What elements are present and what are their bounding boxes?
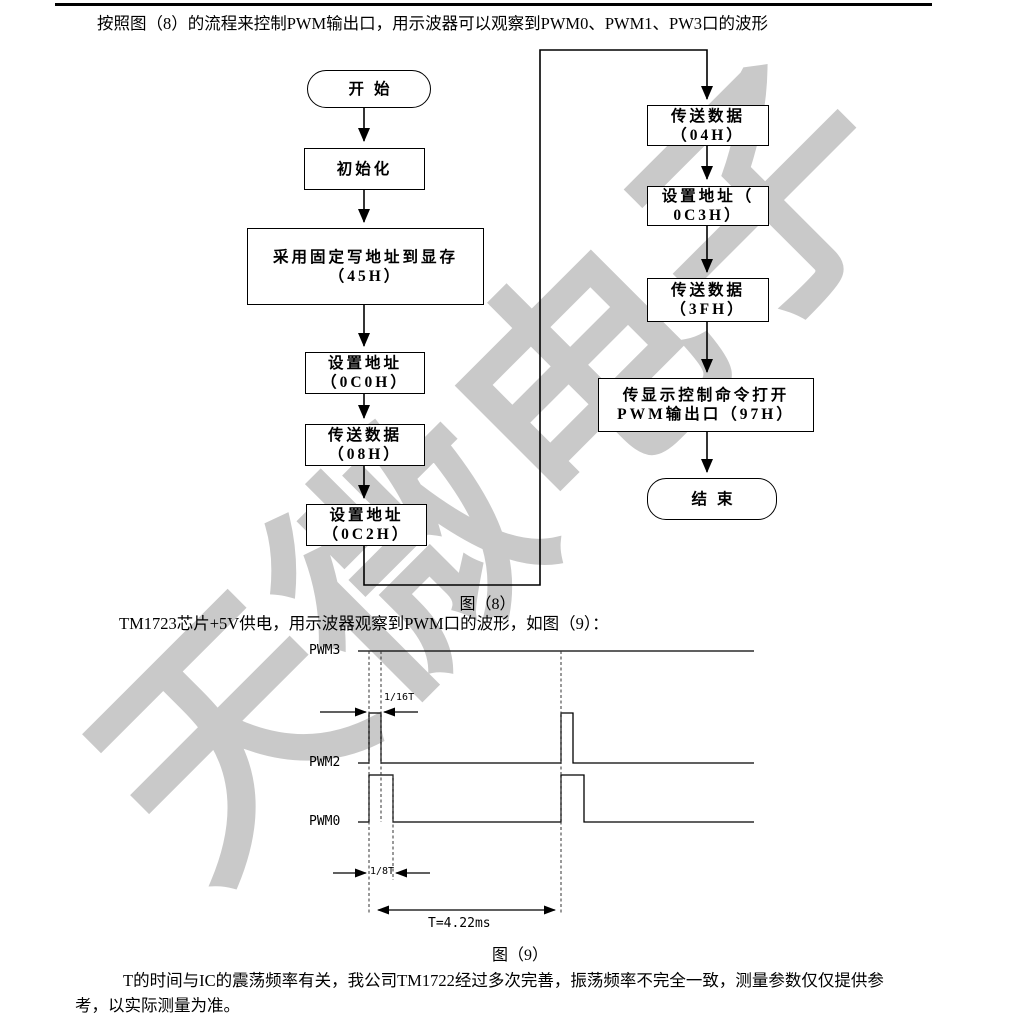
flowchart-node-start: 开始	[307, 70, 431, 108]
pwm2-channel-label: PWM2	[309, 755, 341, 770]
header-rule	[55, 3, 932, 6]
node-label: （3FH）	[670, 301, 746, 318]
pwm3-channel-label: PWM3	[309, 643, 341, 658]
flowchart-node-send-data-04h: 传送数据 （04H）	[647, 105, 769, 146]
flowchart-node-fixed-write-45h: 采用固定写地址到显存 （45H）	[247, 228, 484, 305]
pwm2-trace	[358, 712, 754, 764]
pwm0-channel-label: PWM0	[309, 814, 341, 829]
figure9-caption: 图（9）	[491, 947, 548, 964]
node-label: （08H）	[328, 446, 402, 463]
flowchart-node-set-addr-0c3h: 设置地址（ 0C3H）	[647, 186, 769, 226]
flowchart-node-init: 初始化	[304, 148, 425, 190]
node-label: 开始	[348, 80, 400, 98]
node-label: 传送数据	[670, 282, 745, 299]
node-label: 初始化	[336, 160, 393, 178]
node-label: 设置地址（	[661, 188, 755, 205]
measure-arrows	[320, 707, 556, 915]
node-label: （0C0H）	[321, 374, 409, 391]
period-annotation: T=4.22ms	[428, 916, 491, 931]
node-label: （0C2H）	[322, 526, 411, 543]
node-label: 传显示控制命令打开	[622, 387, 790, 404]
waveform-traces	[358, 650, 754, 823]
pwm0-pulse-width-annotation: 1/8T	[370, 866, 395, 877]
node-label: （45H）	[328, 267, 403, 285]
footer-paragraph-line2: 考，以实际测量为准。	[75, 996, 240, 1015]
flowchart-node-open-pwm-97h: 传显示控制命令打开 PWM输出口（97H）	[598, 378, 814, 432]
node-label: （04H）	[671, 126, 745, 144]
pwm0-trace	[358, 774, 754, 823]
flowchart-node-send-data-08h: 传送数据 （08H）	[305, 424, 425, 466]
node-label: 传送数据	[327, 427, 402, 444]
pwm2-pulse-width-annotation: 1/16T	[384, 692, 415, 703]
node-label: 设置地址	[329, 507, 404, 524]
node-label: 0C3H）	[673, 207, 743, 224]
flowchart-node-set-addr-0c0h: 设置地址 （0C0H）	[305, 352, 425, 394]
flowchart-connectors	[358, 49, 713, 586]
waveform-dashed-guides	[368, 651, 562, 913]
tm1723-paragraph: TM1723芯片+5V供电，用示波器观察到PWM口的波形，如图（9）：	[119, 614, 609, 633]
node-label: PWM输出口（97H）	[617, 406, 795, 423]
flowchart-node-set-addr-0c2h: 设置地址 （0C2H）	[306, 504, 427, 546]
node-label: 设置地址	[327, 355, 402, 372]
intro-paragraph: 按照图（8）的流程来控制PWM输出口，用示波器可以观察到PWM0、PWM1、PW…	[97, 14, 769, 33]
figure8-caption: 图（8）	[459, 596, 516, 613]
node-label: 结束	[691, 490, 743, 508]
footer-paragraph-line1: T的时间与IC的震荡频率有关，我公司TM1722经过多次完善，振荡频率不完全一致…	[123, 971, 884, 990]
flowchart-node-end: 结束	[647, 478, 777, 520]
node-label: 采用固定写地址到显存	[272, 248, 458, 266]
node-label: 传送数据	[670, 107, 745, 125]
flowchart-node-send-data-3fh: 传送数据 （3FH）	[647, 278, 769, 322]
